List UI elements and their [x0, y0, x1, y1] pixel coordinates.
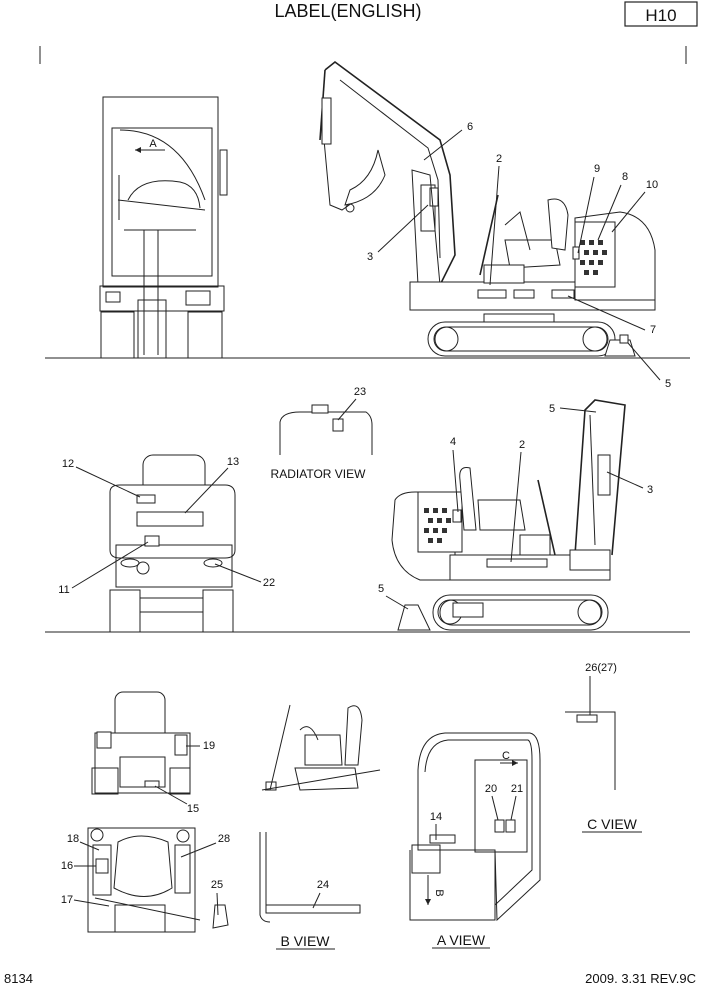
page-code-box	[624, 1, 698, 27]
callout-label: 16	[61, 860, 73, 872]
callout-label: 2	[519, 439, 525, 451]
b-view: 24 B VIEW	[259, 832, 361, 950]
callout-label: 19	[203, 740, 215, 752]
callout-label: 25	[211, 879, 223, 891]
side-view-left: 4 2 5 3 5	[378, 399, 653, 631]
callout-label: 17	[61, 894, 73, 906]
b-view-title: B VIEW	[280, 933, 330, 949]
callout-label: 8	[622, 171, 628, 183]
callout-label: 21	[511, 783, 523, 795]
direction-a-front: A	[149, 138, 157, 150]
a-view: C B 14 20 21 A VIEW	[409, 732, 541, 949]
callout-label: 23	[354, 386, 366, 398]
side-view-right	[319, 60, 656, 357]
direction-b: B	[433, 889, 445, 896]
c-view: 26(27) C VIEW	[565, 662, 642, 833]
page-title: LABEL(ENGLISH)	[274, 1, 421, 21]
front-view: A	[99, 96, 228, 359]
page-code: H10	[645, 6, 676, 25]
callout-label: 7	[650, 324, 656, 336]
a-view-title: A VIEW	[437, 932, 486, 948]
footer-revision-date: 2009. 3.31 REV.9C	[585, 971, 696, 986]
callout-label: 28	[218, 833, 230, 845]
callout-label: 13	[227, 456, 239, 468]
c-view-title: C VIEW	[587, 816, 638, 832]
callout-label: 5	[549, 403, 555, 415]
callout-label: 2	[496, 153, 502, 165]
callout-label: 3	[367, 251, 373, 263]
rear-view: 12 13 11 22	[58, 454, 275, 633]
footer-left-code: 8134	[4, 971, 33, 986]
seat-top-detail: 18 16 17 28 25	[61, 827, 230, 933]
callout-label: 11	[58, 584, 69, 596]
callout-label: 3	[647, 484, 653, 496]
callout-label: 5	[665, 378, 671, 390]
radiator-view: 23 RADIATOR VIEW	[271, 386, 373, 481]
callouts-top: 2 3 6 9 8 10 7 5	[367, 121, 671, 390]
seat-rear-detail: 19 15	[91, 691, 215, 815]
callout-label: 20	[485, 783, 497, 795]
callout-label: 12	[62, 458, 74, 470]
callout-label: 18	[67, 833, 79, 845]
callout-label: 4	[450, 436, 456, 448]
callout-label: 14	[430, 811, 442, 823]
controls-detail	[261, 704, 381, 791]
callout-label: 5	[378, 583, 384, 595]
radiator-view-title: RADIATOR VIEW	[271, 467, 367, 481]
callout-label: 22	[263, 577, 275, 589]
direction-c: C	[502, 750, 510, 762]
callout-label: 10	[646, 179, 658, 191]
callout-label: 15	[187, 803, 199, 815]
callout-label: 6	[467, 121, 473, 133]
callout-label: 24	[317, 879, 329, 891]
callout-label: 26(27)	[585, 662, 617, 674]
callout-label: 9	[594, 163, 600, 175]
